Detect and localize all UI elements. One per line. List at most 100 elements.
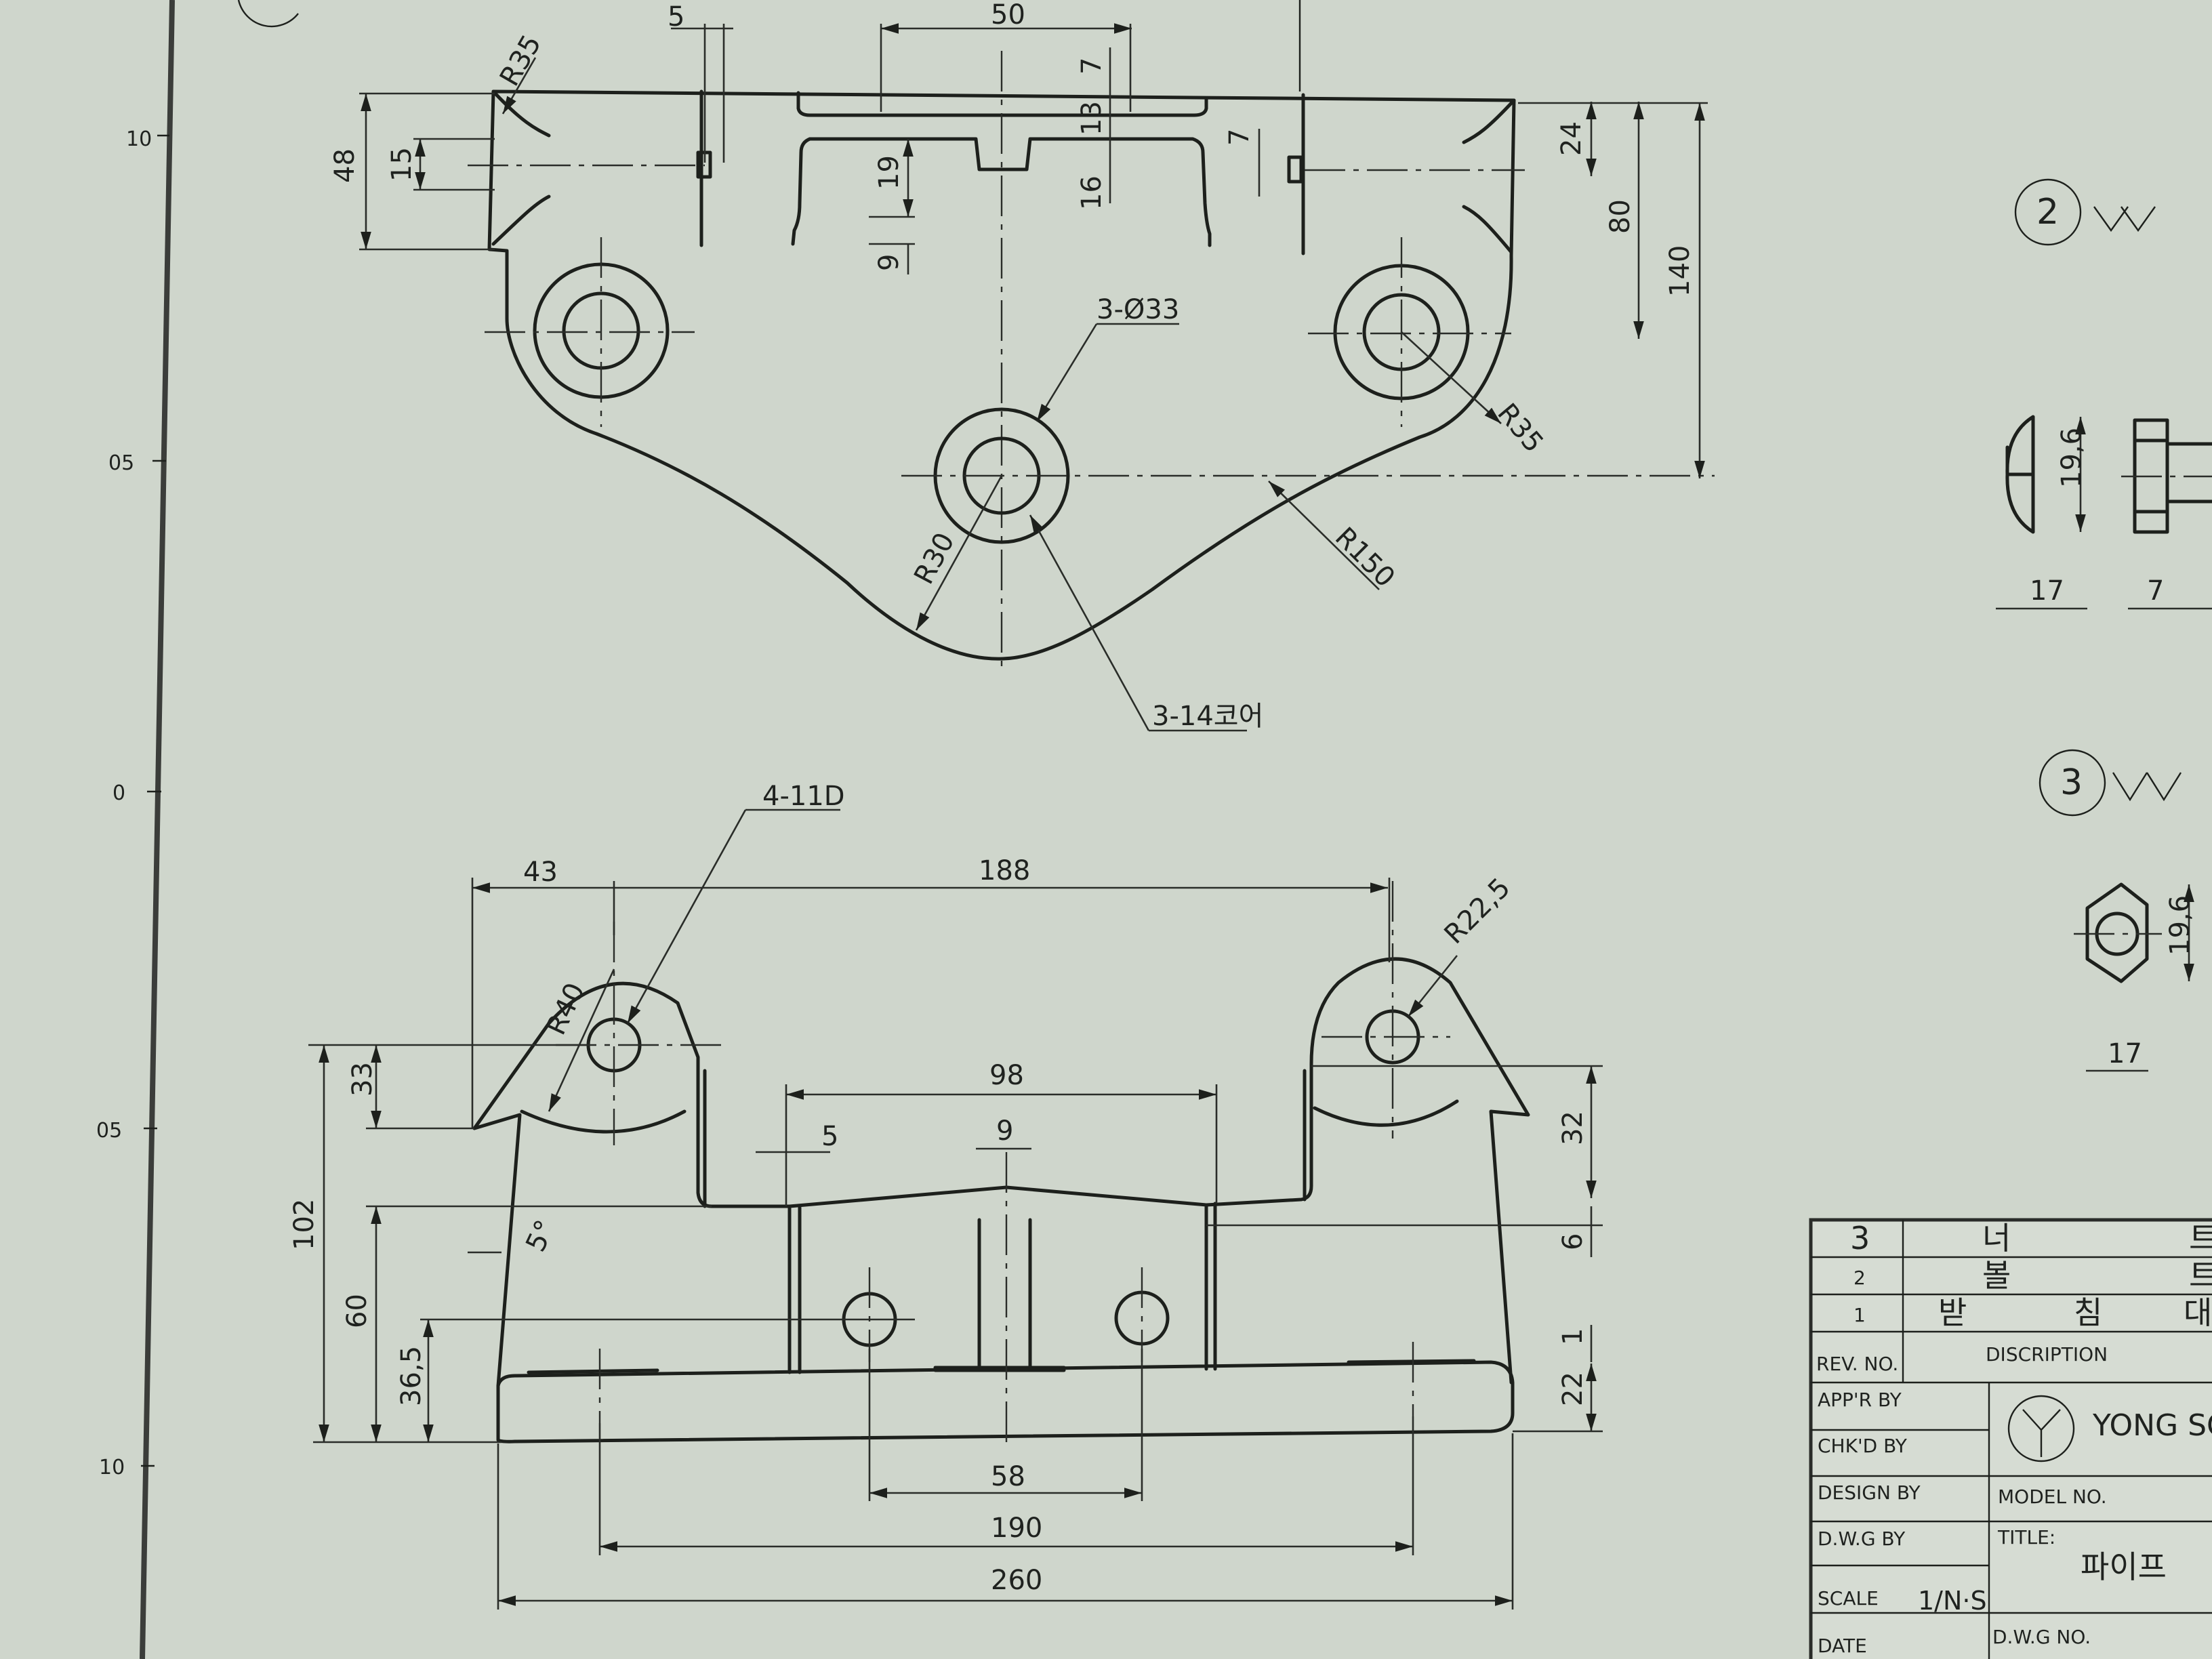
center-web-foot bbox=[933, 1366, 1066, 1372]
dim-58: 58 bbox=[991, 1461, 1025, 1492]
left-foot-pad bbox=[527, 1368, 659, 1374]
dim-9-front: 9 bbox=[996, 1115, 1013, 1147]
dim-9-top: 9 bbox=[874, 254, 905, 271]
dim-140: 140 bbox=[1664, 245, 1696, 297]
right-boss-arc bbox=[1313, 1099, 1459, 1127]
bolt-dim-w: 17 bbox=[2030, 575, 2064, 607]
dim-5-front: 5 bbox=[821, 1121, 838, 1152]
note-core: 3-14코어 bbox=[1152, 701, 1263, 732]
tb-company: YONG SO bbox=[2092, 1408, 2212, 1443]
ruler-label-2: 05 bbox=[108, 451, 134, 475]
tb-title-label: TITLE: bbox=[1997, 1526, 2055, 1549]
right-foot-pad bbox=[1347, 1359, 1476, 1364]
radius-r150: R150 bbox=[1329, 522, 1401, 594]
dim-7-right: 7 bbox=[1224, 129, 1255, 146]
tb-row1-b: 침 bbox=[2074, 1294, 2102, 1331]
tb-dwg-by: D.W.G BY bbox=[1818, 1528, 1906, 1550]
bolt-head-round bbox=[2005, 415, 2035, 534]
ruler-label-4: 05 bbox=[96, 1119, 122, 1143]
tb-row3-no: 3 bbox=[1850, 1220, 1870, 1256]
radius-r40: R40 bbox=[540, 978, 591, 1040]
center-slot-left bbox=[791, 137, 812, 246]
finish-mark-2 bbox=[2093, 206, 2156, 232]
tb-row1-a: 받 bbox=[1938, 1294, 1967, 1331]
tb-chkd-by: CHK'D BY bbox=[1818, 1435, 1908, 1457]
tb-row1-c: 대 bbox=[2184, 1294, 2212, 1331]
dim-33: 33 bbox=[347, 1062, 378, 1097]
tb-row2-b: 트 bbox=[2189, 1257, 2212, 1294]
note-holes-top: 3-Ø33 bbox=[1097, 294, 1179, 325]
dim-80: 80 bbox=[1605, 199, 1636, 234]
dim-260: 260 bbox=[991, 1565, 1042, 1596]
tb-row3-b: 트 bbox=[2189, 1220, 2212, 1256]
tb-row1-no: 1 bbox=[1853, 1304, 1866, 1326]
bolt-dim-t: 7 bbox=[2147, 575, 2164, 607]
ruler-label-3: 0 bbox=[112, 781, 125, 805]
base-plate bbox=[496, 1360, 1515, 1443]
nut-dim-w: 17 bbox=[2108, 1038, 2142, 1069]
tb-row3-a: 너 bbox=[1982, 1220, 2011, 1256]
dim-22: 22 bbox=[1557, 1372, 1589, 1406]
dim-7-top: 7 bbox=[1076, 58, 1107, 75]
dim-6: 6 bbox=[1557, 1233, 1589, 1250]
balloon-2 bbox=[2014, 178, 2082, 246]
right-tab bbox=[1287, 155, 1303, 184]
tb-description: DISCRIPTION bbox=[1986, 1343, 2108, 1366]
bolt-hex-head bbox=[2133, 418, 2169, 534]
saddle-curve-left-top bbox=[491, 89, 551, 138]
detail-nut: 3 19,6 17 bbox=[2039, 749, 2196, 1072]
tb-scale-value: 1/N·S bbox=[1918, 1586, 1987, 1616]
ruler-label-1: 10 bbox=[126, 127, 152, 151]
bolt-shank bbox=[2165, 442, 2212, 504]
dim-1: 1 bbox=[1557, 1328, 1589, 1345]
tb-scale-label: SCALE bbox=[1818, 1587, 1879, 1610]
bolt-dim-h: 19,6 bbox=[2056, 428, 2087, 488]
front-dimensions: 43 188 4-11D R22,5 R40 33 98 5 9 32 bbox=[289, 781, 1603, 1610]
tb-rev-no: REV. NO. bbox=[1816, 1353, 1898, 1375]
radius-r35-right: R35 bbox=[1491, 398, 1549, 459]
saddle-curve-right-top bbox=[1462, 98, 1516, 144]
dim-15: 15 bbox=[386, 147, 417, 182]
tb-title-value: 파이프 bbox=[2081, 1549, 2167, 1585]
balloon-3 bbox=[2039, 749, 2106, 817]
sheet-border: 10 05 0 05 10 bbox=[96, 0, 175, 1659]
dim-16: 16 bbox=[1076, 176, 1107, 210]
detail-bolt: 2 19,6 17 7 bbox=[1996, 178, 2212, 610]
dim-43: 43 bbox=[523, 857, 558, 888]
tb-row2-a: 볼 bbox=[1982, 1257, 2011, 1294]
dim-50: 50 bbox=[991, 0, 1025, 30]
dim-48: 48 bbox=[329, 148, 361, 183]
front-body bbox=[472, 957, 1530, 1388]
dim-36-5: 36,5 bbox=[396, 1346, 427, 1406]
radius-r30: R30 bbox=[908, 528, 961, 590]
nut-hex bbox=[2085, 882, 2149, 983]
clipped-balloon bbox=[237, 0, 299, 28]
ruler-label-5: 10 bbox=[99, 1456, 125, 1479]
radius-r225: R22,5 bbox=[1439, 872, 1517, 950]
dim-190: 190 bbox=[991, 1513, 1042, 1544]
tb-row2-no: 2 bbox=[1853, 1267, 1866, 1289]
dim-19: 19 bbox=[874, 155, 905, 190]
tb-design-by: DESIGN BY bbox=[1818, 1481, 1921, 1504]
note-holes-front: 4-11D bbox=[762, 781, 845, 812]
tb-appr-by: APP'R BY bbox=[1818, 1389, 1902, 1411]
saddle-curve-left-bottom bbox=[491, 194, 551, 246]
company-logo bbox=[2007, 1395, 2075, 1462]
dim-5-top: 5 bbox=[668, 1, 684, 33]
top-view-outline bbox=[487, 89, 1516, 661]
dim-188: 188 bbox=[979, 855, 1030, 886]
radius-r35-left: R35 bbox=[494, 30, 548, 91]
dim-98: 98 bbox=[989, 1060, 1024, 1091]
balloon-3-label: 3 bbox=[2060, 762, 2083, 803]
balloon-2-label: 2 bbox=[2036, 192, 2059, 232]
center-slot bbox=[808, 137, 1212, 247]
finish-mark-3 bbox=[2112, 772, 2182, 802]
dim-13: 13 bbox=[1076, 101, 1107, 136]
dim-60: 60 bbox=[342, 1294, 373, 1328]
dim-102: 102 bbox=[289, 1199, 320, 1250]
tb-dwg-no: D.W.G NO. bbox=[1992, 1626, 2091, 1648]
title-block: 3 너 트 2 볼 트 1 받 침 대 REV. NO. DISCRIPTION… bbox=[1809, 1218, 2212, 1659]
top-view: 50 5 7 13 16 48 15 19 9 7 24 bbox=[329, 0, 1715, 732]
angle-5: 5° bbox=[520, 1216, 561, 1257]
